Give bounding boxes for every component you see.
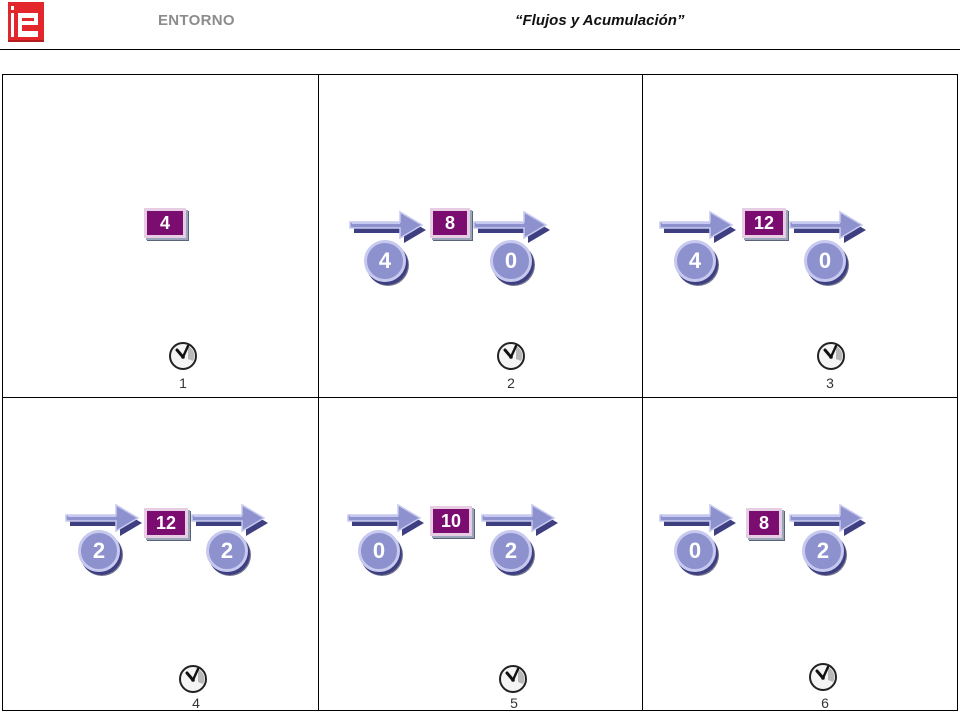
clock-icon [808, 662, 838, 692]
document-title: “Flujos y Acumulación” [515, 12, 685, 29]
clock-icon [168, 341, 198, 371]
grid-divider-v1 [318, 74, 319, 711]
stock-box: 8 [746, 508, 782, 538]
stock-box: 12 [144, 508, 188, 538]
stock-box: 8 [430, 208, 470, 238]
clock-icon [816, 341, 846, 371]
ie-logo [8, 2, 44, 42]
outflow-arrow-icon [472, 210, 552, 244]
inflow-rate: 4 [364, 240, 406, 282]
inflow-rate: 2 [78, 530, 120, 572]
stock-box: 10 [430, 506, 472, 536]
outflow-rate: 0 [490, 240, 532, 282]
diagram-grid [2, 74, 958, 711]
outflow-rate: 2 [802, 530, 844, 572]
step-number: 3 [826, 375, 834, 391]
inflow-arrow-icon [348, 210, 428, 244]
clock-icon [178, 664, 208, 694]
outflow-rate: 2 [490, 530, 532, 572]
outflow-rate: 2 [206, 530, 248, 572]
inflow-rate: 0 [674, 530, 716, 572]
section-label: ENTORNO [158, 12, 235, 29]
inflow-rate: 0 [358, 530, 400, 572]
clock-icon [498, 664, 528, 694]
outflow-arrow-icon [788, 210, 868, 244]
header-divider [0, 49, 960, 50]
grid-divider-v2 [642, 74, 643, 711]
inflow-rate: 4 [674, 240, 716, 282]
inflow-arrow-icon [658, 210, 738, 244]
stock-box: 12 [742, 208, 786, 238]
grid-divider-h [2, 397, 958, 398]
step-number: 1 [179, 375, 187, 391]
stock-box: 4 [144, 208, 186, 238]
outflow-rate: 0 [804, 240, 846, 282]
step-number: 6 [821, 695, 829, 711]
clock-icon [496, 341, 526, 371]
step-number: 5 [510, 695, 518, 711]
step-number: 4 [192, 695, 200, 711]
step-number: 2 [507, 375, 515, 391]
